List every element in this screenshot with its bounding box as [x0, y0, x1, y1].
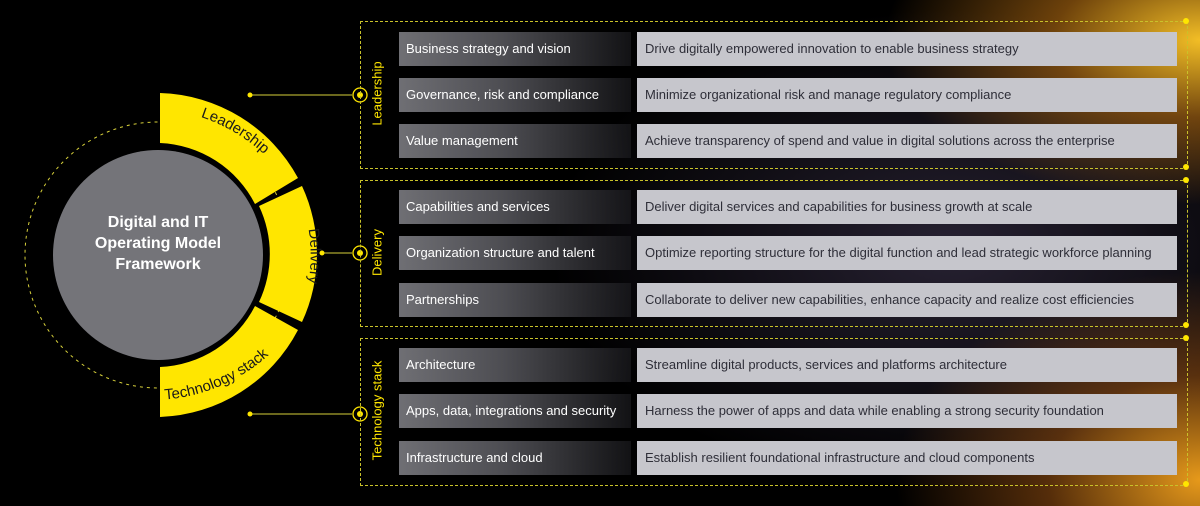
row-description: Establish resilient foundational infrast… [637, 441, 1177, 475]
group-label-leadership: Leadership [369, 61, 385, 126]
row-description: Streamline digital products, services an… [637, 348, 1177, 382]
frame-corner-dot [1183, 164, 1189, 170]
group-label-technology-stack: Technology stack [369, 360, 385, 461]
segment-label-delivery: Delivery [305, 227, 324, 285]
connector-dot [247, 411, 253, 417]
frame-corner-dot [1183, 481, 1189, 487]
row-name: Governance, risk and compliance [399, 78, 631, 112]
segment-delivery[interactable] [259, 186, 317, 322]
row-description: Minimize organizational risk and manage … [637, 78, 1177, 112]
segment-technology-stack[interactable] [160, 306, 298, 417]
row-name: Architecture [399, 348, 631, 382]
center-circle [53, 150, 263, 360]
frame-corner-dot [1183, 335, 1189, 341]
row-name: Infrastructure and cloud [399, 441, 631, 475]
connector-dot [319, 250, 325, 256]
group-label-delivery: Delivery [369, 229, 385, 276]
group-technology-stack: Technology stack Architecture Streamline… [360, 338, 1188, 486]
center-title: Digital and IT Operating Model Framework [94, 214, 222, 273]
row-name: Partnerships [399, 283, 631, 317]
row-name: Value management [399, 124, 631, 158]
frame-corner-dot [1183, 322, 1189, 328]
row-description: Optimize reporting structure for the dig… [637, 236, 1177, 270]
connector-dot [247, 92, 253, 98]
frame-corner-dot [1183, 177, 1189, 183]
group-leadership: Leadership Business strategy and vision … [360, 21, 1188, 169]
row-description: Harness the power of apps and data while… [637, 394, 1177, 428]
row-description: Achieve transparency of spend and value … [637, 124, 1177, 158]
group-delivery: Delivery Capabilities and services Deliv… [360, 180, 1188, 327]
segment-leadership[interactable] [160, 93, 298, 204]
row-description: Deliver digital services and capabilitie… [637, 190, 1177, 224]
row-name: Capabilities and services [399, 190, 631, 224]
row-description: Collaborate to deliver new capabilities,… [637, 283, 1177, 317]
frame-corner-dot [1183, 18, 1189, 24]
row-name: Business strategy and vision [399, 32, 631, 66]
row-name: Apps, data, integrations and security [399, 394, 631, 428]
row-name: Organization structure and talent [399, 236, 631, 270]
row-description: Drive digitally empowered innovation to … [637, 32, 1177, 66]
